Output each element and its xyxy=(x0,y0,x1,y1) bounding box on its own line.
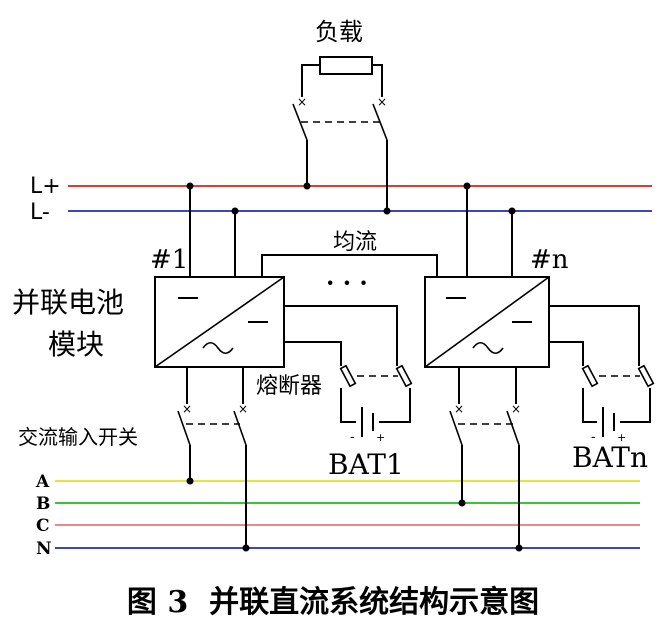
ac-switch-1: × × xyxy=(177,367,248,548)
l-plus-label: L+ xyxy=(30,174,61,199)
current-sharing-label: 均流 xyxy=(333,230,377,255)
svg-text:×: × xyxy=(511,402,521,416)
svg-text:+: + xyxy=(617,431,626,444)
svg-text:+: + xyxy=(376,431,385,444)
svg-text:-: - xyxy=(591,430,596,445)
svg-text:×: × xyxy=(297,95,307,109)
module-name-line2: 模块 xyxy=(48,328,104,361)
bat1-label: BAT1 xyxy=(328,448,404,481)
svg-text:-: - xyxy=(350,430,355,445)
load-resistor xyxy=(301,56,383,97)
svg-text:×: × xyxy=(454,402,464,416)
batn-label: BATn xyxy=(572,441,648,474)
svg-text:×: × xyxy=(377,95,387,109)
svg-text:×: × xyxy=(238,402,248,416)
fuse-label: 熔断器 xyxy=(256,374,322,399)
module-1-id: #1 xyxy=(150,245,188,275)
phase-b-label: B xyxy=(36,494,50,514)
phase-a-label: A xyxy=(35,472,50,492)
current-sharing-wire xyxy=(261,254,438,277)
phase-c-label: C xyxy=(36,516,50,536)
load-switch: × × xyxy=(292,95,388,211)
ellipsis-label: · · · xyxy=(326,268,368,297)
load-label: 负载 xyxy=(315,18,363,46)
svg-text:×: × xyxy=(182,402,192,416)
l-minus-label: L- xyxy=(30,200,50,225)
module-1 xyxy=(154,276,285,368)
ac-switch-n: × × xyxy=(449,367,521,548)
module-n xyxy=(424,276,550,368)
battery-branch-n: - + xyxy=(549,305,655,445)
module-name-line1: 并联电池 xyxy=(12,286,124,319)
phase-n-label: N xyxy=(36,539,52,559)
figure-caption: 图 3 并联直流系统结构示意图 xyxy=(127,585,539,620)
battery-branch-1: - + xyxy=(284,305,413,445)
ac-switch-label: 交流输入开关 xyxy=(18,425,138,449)
module-n-id: #n xyxy=(530,245,569,275)
